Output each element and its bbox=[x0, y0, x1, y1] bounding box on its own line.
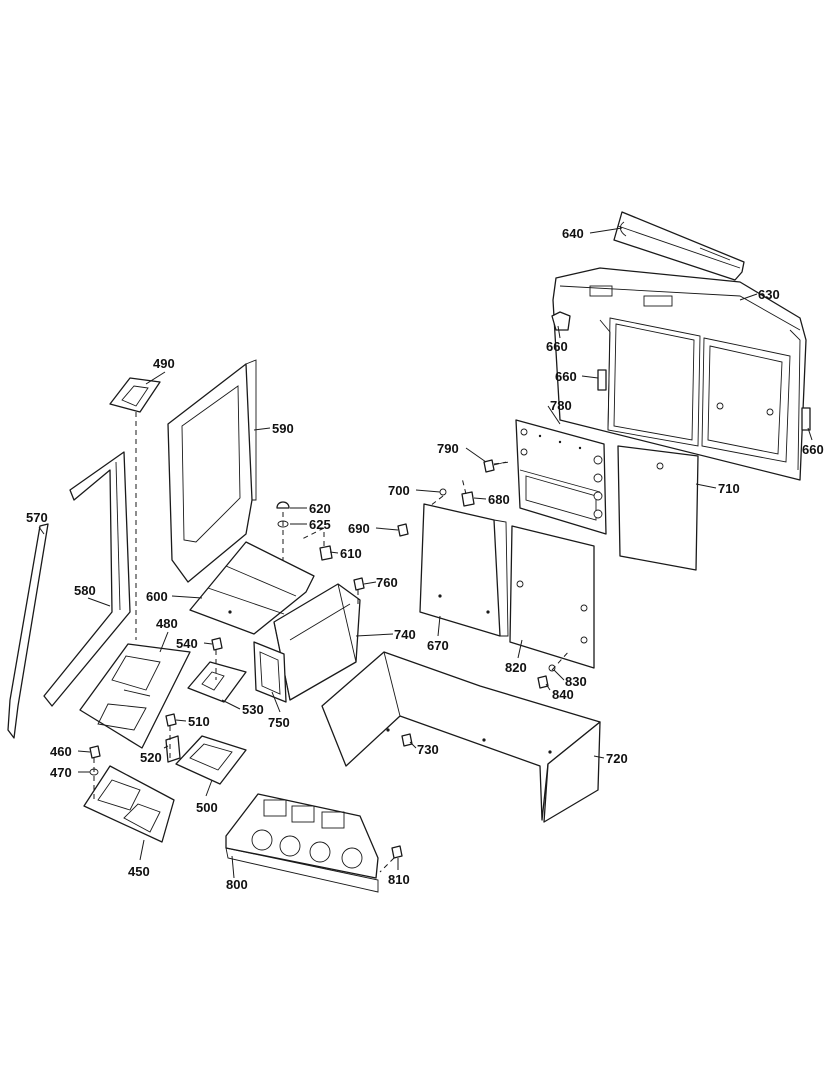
callout-680: 680 bbox=[488, 492, 510, 507]
part-520-clip bbox=[165, 735, 181, 763]
callout-750: 750 bbox=[268, 715, 290, 730]
part-780-bracket bbox=[515, 419, 607, 535]
callout-720: 720 bbox=[606, 751, 628, 766]
part-540-bolt bbox=[211, 637, 223, 651]
callout-520: 520 bbox=[140, 750, 162, 765]
part-600-cover bbox=[189, 541, 315, 635]
assembly-line-680 bbox=[461, 477, 467, 495]
callout-830: 830 bbox=[565, 674, 587, 689]
callout-590: 590 bbox=[272, 421, 294, 436]
callout-480: 480 bbox=[156, 616, 178, 631]
assembly-line-610 bbox=[299, 527, 325, 546]
callout-540: 540 bbox=[176, 636, 198, 651]
callout-625: 625 bbox=[309, 517, 331, 532]
part-640-top-trim bbox=[613, 211, 745, 281]
callout-labels: 640 630 660 660 660 780 790 710 700 680 … bbox=[26, 226, 824, 892]
part-790-bolt bbox=[483, 459, 507, 473]
part-660-bracket-mid bbox=[597, 369, 607, 391]
part-660-bracket-left bbox=[551, 311, 571, 331]
callout-580: 580 bbox=[74, 583, 96, 598]
callout-700: 700 bbox=[388, 483, 410, 498]
part-700-washer bbox=[439, 488, 447, 496]
assembly-line-790 bbox=[493, 461, 511, 465]
callout-530: 530 bbox=[242, 702, 264, 717]
callout-490: 490 bbox=[153, 356, 175, 371]
part-820-panel bbox=[509, 525, 595, 669]
part-740-tray bbox=[273, 583, 361, 701]
part-760-bolt bbox=[353, 577, 365, 591]
part-810-bolt bbox=[391, 845, 403, 859]
callout-600: 600 bbox=[146, 589, 168, 604]
callout-820: 820 bbox=[505, 660, 527, 675]
callout-570: 570 bbox=[26, 510, 48, 525]
callout-630: 630 bbox=[758, 287, 780, 302]
callout-690: 690 bbox=[348, 521, 370, 536]
part-660-bracket-right bbox=[801, 407, 811, 431]
part-570-trim-strip bbox=[7, 523, 49, 739]
part-620-knob bbox=[276, 501, 290, 509]
callout-780: 780 bbox=[550, 398, 572, 413]
assembly-line-810 bbox=[379, 857, 395, 873]
callout-640: 640 bbox=[562, 226, 584, 241]
callout-810: 810 bbox=[388, 872, 410, 887]
part-840-bolt bbox=[537, 675, 549, 689]
callout-460: 460 bbox=[50, 744, 72, 759]
part-450-plate bbox=[83, 765, 175, 843]
callout-840: 840 bbox=[552, 687, 574, 702]
callout-760: 760 bbox=[376, 575, 398, 590]
part-720-floor-panel bbox=[321, 651, 601, 823]
part-490-bracket bbox=[109, 377, 161, 413]
callout-470: 470 bbox=[50, 765, 72, 780]
part-510-bolt bbox=[165, 713, 177, 727]
part-800-dash-panel bbox=[225, 793, 379, 893]
part-690-bolt bbox=[397, 523, 409, 537]
part-680-clip bbox=[461, 491, 475, 507]
callout-790: 790 bbox=[437, 441, 459, 456]
part-830-washer bbox=[548, 664, 556, 672]
callout-620: 620 bbox=[309, 501, 331, 516]
callout-660-left: 660 bbox=[546, 339, 568, 354]
part-530-plate bbox=[187, 661, 247, 703]
callout-500: 500 bbox=[196, 800, 218, 815]
leader-lines bbox=[38, 227, 813, 879]
part-480-console bbox=[79, 643, 191, 749]
part-610-clip bbox=[319, 545, 333, 561]
callout-450: 450 bbox=[128, 864, 150, 879]
assembly-line-700 bbox=[429, 495, 444, 507]
callout-670: 670 bbox=[427, 638, 449, 653]
part-630-rear-panel bbox=[552, 267, 807, 481]
part-580-pillar bbox=[43, 451, 131, 707]
part-750-frame bbox=[253, 641, 287, 703]
part-500-plate bbox=[175, 735, 247, 785]
callout-510: 510 bbox=[188, 714, 210, 729]
callout-730: 730 bbox=[417, 742, 439, 757]
callout-660-mid: 660 bbox=[555, 369, 577, 384]
callout-800: 800 bbox=[226, 877, 248, 892]
part-710-cover bbox=[617, 445, 699, 571]
callout-710: 710 bbox=[718, 481, 740, 496]
part-730-bolt bbox=[401, 733, 413, 747]
callout-610: 610 bbox=[340, 546, 362, 561]
part-670-panel bbox=[419, 503, 509, 637]
part-460-bolt bbox=[89, 745, 101, 759]
callout-660-right: 660 bbox=[802, 442, 824, 457]
assembly-line-830 bbox=[551, 649, 571, 671]
callout-740: 740 bbox=[394, 627, 416, 642]
